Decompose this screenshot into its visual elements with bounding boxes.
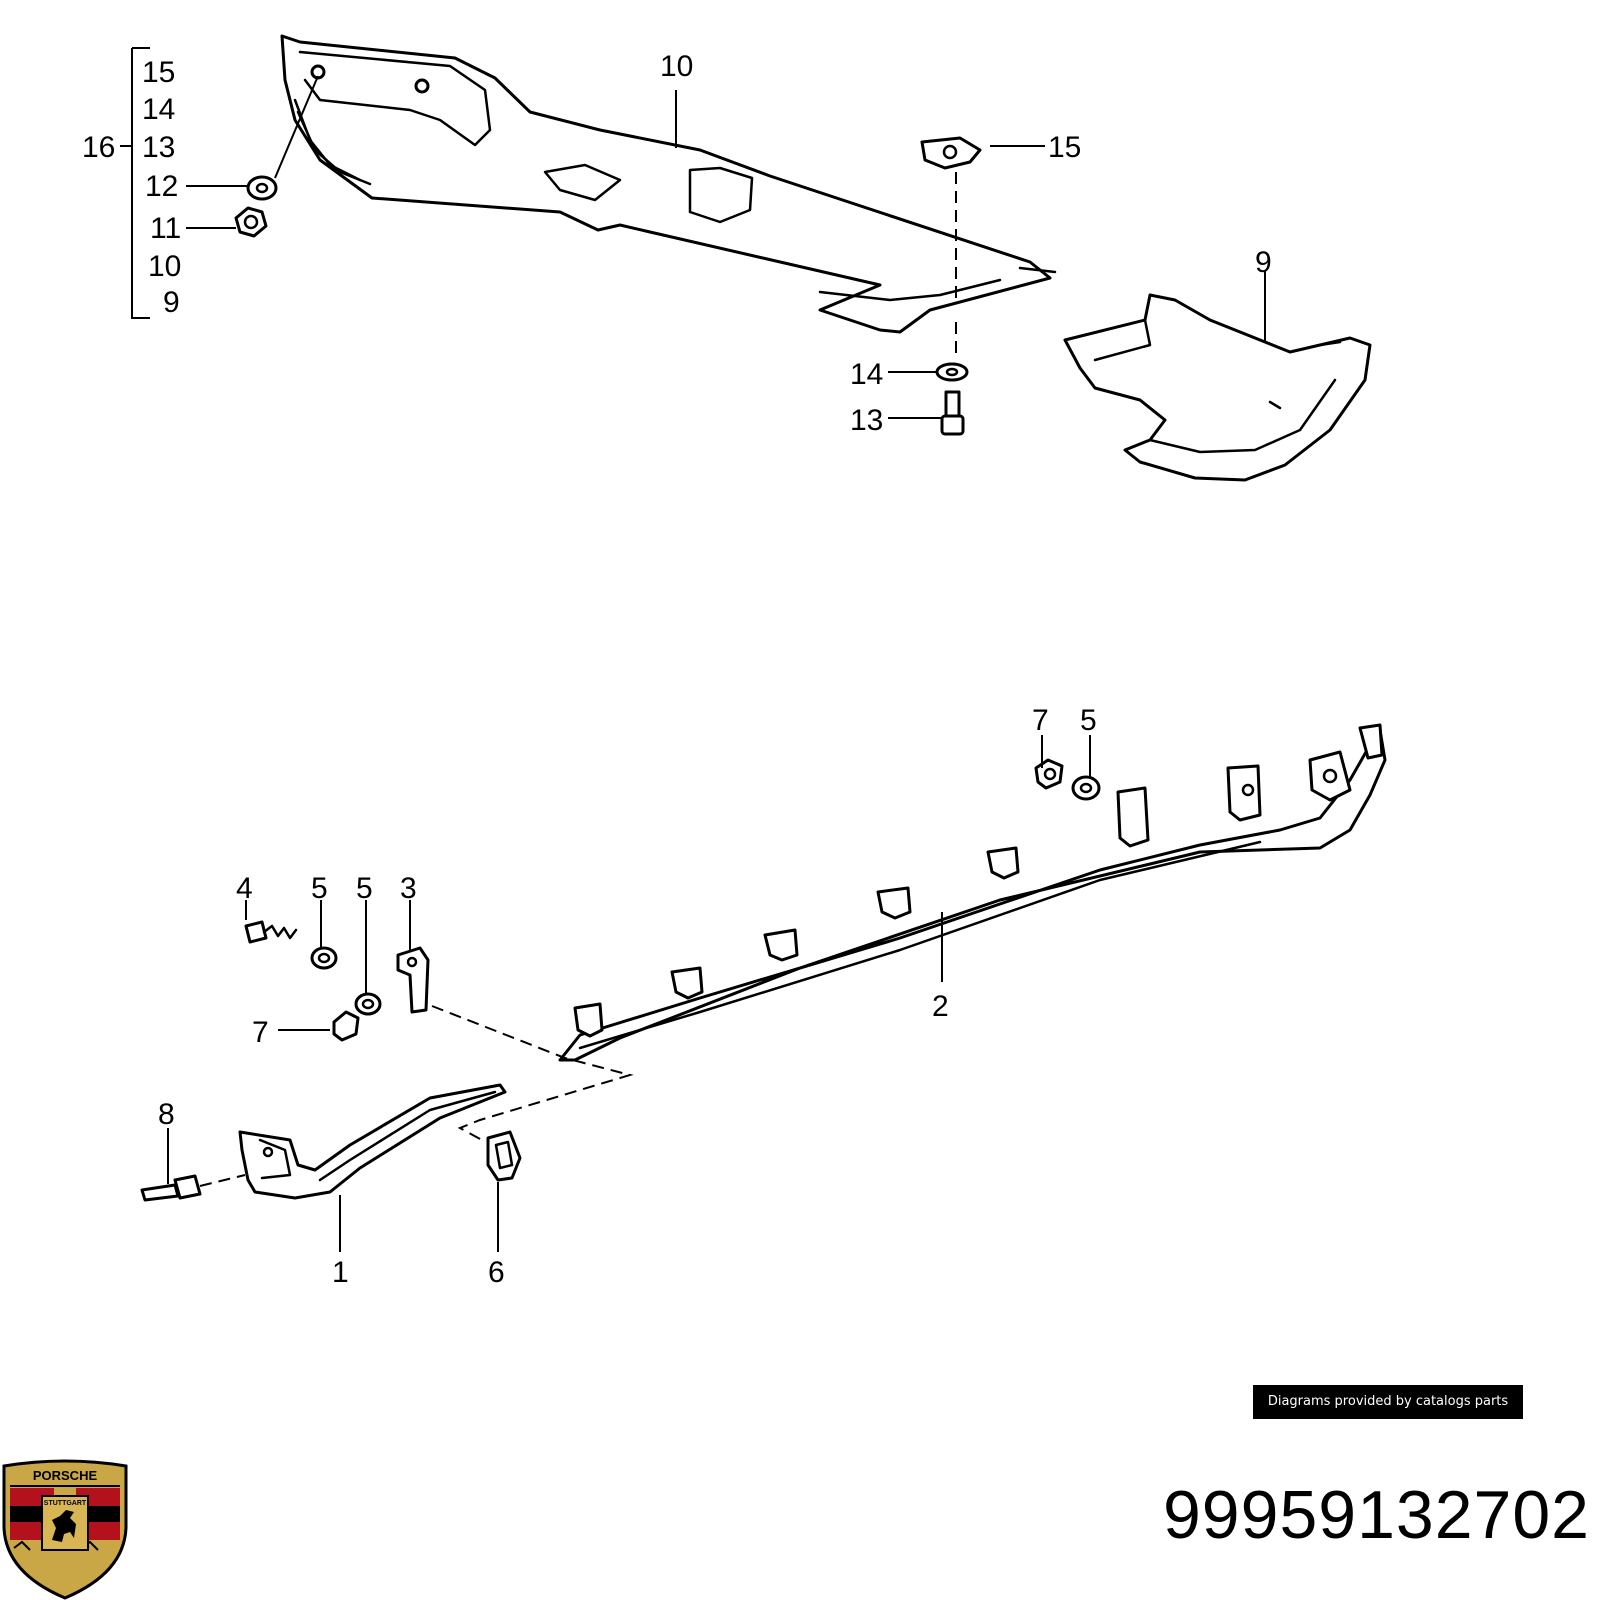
callout-9: 9: [1255, 246, 1272, 279]
callout-15: 15: [1048, 131, 1081, 164]
part-5-grommet-middle: [354, 992, 382, 1016]
part-8-pin: [140, 1174, 202, 1202]
callout-7-top: 7: [1032, 704, 1049, 737]
callout-10-list: 10: [148, 250, 181, 283]
callout-5-left: 5: [311, 872, 328, 905]
callout-4: 4: [236, 872, 253, 905]
part-15-speed-nut: [920, 136, 982, 170]
part-13-bolt: [940, 390, 965, 436]
callout-14-list: 14: [142, 93, 175, 126]
diagram-credit-banner: Diagrams provided by catalogs parts: [1253, 1385, 1523, 1419]
leader-lines: [120, 47, 1266, 1252]
callout-5-middle: 5: [356, 872, 373, 905]
part-11-nut: [234, 206, 268, 238]
part-number: 99959132702: [1162, 1477, 1590, 1553]
callout-12: 12: [145, 170, 178, 203]
part-3-bracket: [396, 946, 430, 1014]
callout-11: 11: [150, 212, 181, 245]
part-6-clip: [486, 1130, 522, 1182]
part-7-nut-right: [1034, 758, 1064, 790]
part-5-grommet-left: [310, 946, 338, 970]
callout-5-top: 5: [1080, 704, 1097, 737]
part-9-side-cover: [1063, 293, 1372, 482]
callout-7-left: 7: [252, 1016, 269, 1049]
crest-city: STUTTGART: [44, 1500, 87, 1507]
dash-lines: [199, 172, 957, 1187]
callout-13-list: 13: [142, 131, 175, 164]
part-1-end-bracket: [238, 1083, 507, 1200]
callout-10: 10: [660, 50, 693, 83]
callout-8: 8: [158, 1098, 175, 1131]
callout-labels: 15 14 16 13 12 11 10 9 15 14 13 10 9 7 5…: [82, 50, 1272, 1289]
part-5-grommet-right: [1071, 775, 1101, 801]
part-14-washer: [935, 362, 969, 382]
part-7-nut-left: [332, 1010, 360, 1042]
callout-2: 2: [932, 990, 949, 1023]
callout-13: 13: [850, 404, 883, 437]
part-2-sill-trim: [558, 723, 1387, 1062]
callout-16: 16: [82, 131, 115, 164]
part-4-screw: [244, 920, 298, 944]
callout-6: 6: [488, 1256, 505, 1289]
crest-wordmark: PORSCHE: [33, 1468, 98, 1483]
callout-3: 3: [400, 872, 417, 905]
callout-9-list: 9: [163, 286, 180, 319]
part-12-washer: [246, 175, 278, 201]
callout-15-list: 15: [142, 56, 175, 89]
part-10-undertray: [280, 34, 1057, 334]
horse-icon: [52, 1510, 76, 1542]
callout-14: 14: [850, 358, 883, 391]
callout-1: 1: [332, 1256, 349, 1289]
porsche-crest-logo: PORSCHE STUTTGART: [2, 1459, 128, 1600]
